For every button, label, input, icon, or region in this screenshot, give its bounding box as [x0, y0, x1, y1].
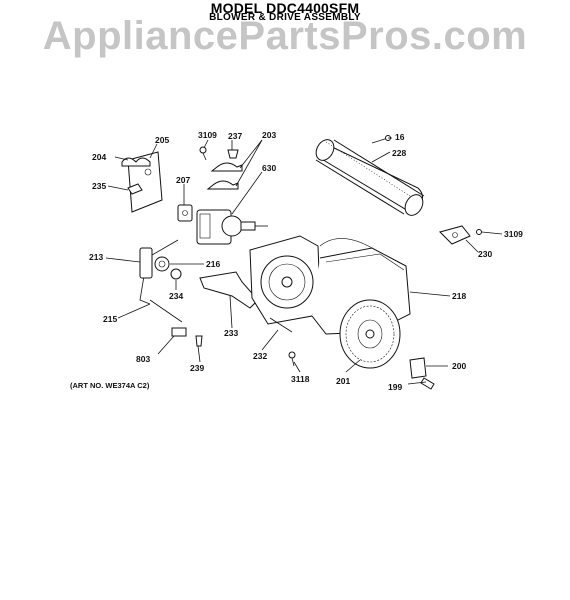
motor-part	[196, 209, 268, 245]
duct-part	[315, 139, 425, 216]
callout-239: 239	[190, 363, 204, 373]
callout-215: 215	[103, 314, 117, 324]
callout-201: 201	[336, 376, 350, 386]
blower-wheel-part	[339, 299, 401, 369]
callout-3109-right: 3109	[504, 229, 523, 239]
callout-234: 234	[169, 291, 183, 301]
watermark-text: AppliancePartsPros.com	[42, 14, 528, 58]
callout-3118: 3118	[291, 374, 310, 384]
callout-213: 213	[89, 252, 103, 262]
idler-assembly-part	[139, 239, 183, 323]
callout-3109-top: 3109	[198, 130, 217, 140]
callout-235: 235	[92, 181, 106, 191]
model-title: MODEL DDC4400SFM	[210, 0, 360, 16]
small-fasteners-part	[171, 317, 296, 367]
leader-lines	[105, 137, 503, 385]
callout-233: 233	[224, 328, 238, 338]
switch-207-part	[177, 204, 193, 222]
callout-16: 16	[395, 132, 405, 142]
motor-brackets-part	[206, 162, 243, 190]
clip-237-part	[199, 146, 239, 161]
callout-207: 207	[176, 175, 190, 185]
callout-237: 237	[228, 131, 242, 141]
callout-218: 218	[452, 291, 466, 301]
assembly-subtitle: BLOWER & DRIVE ASSEMBLY	[209, 12, 361, 23]
screw-16-part	[371, 135, 391, 144]
callout-228: 228	[392, 148, 406, 158]
art-number: (ART NO. WE374A C2)	[70, 381, 150, 390]
callout-200: 200	[452, 361, 466, 371]
callout-204: 204	[92, 152, 106, 162]
callout-199: 199	[388, 382, 402, 392]
idler-arm-233-part	[199, 271, 259, 309]
callout-216: 216	[206, 259, 220, 269]
callout-232: 232	[253, 351, 267, 361]
bracket-230-part	[439, 225, 482, 245]
callout-803: 803	[136, 354, 150, 364]
callout-230: 230	[478, 249, 492, 259]
bracket-205-part	[121, 151, 163, 213]
callout-203: 203	[262, 130, 276, 140]
callout-630: 630	[262, 163, 276, 173]
clip-200-part	[409, 357, 435, 390]
callout-205: 205	[155, 135, 169, 145]
